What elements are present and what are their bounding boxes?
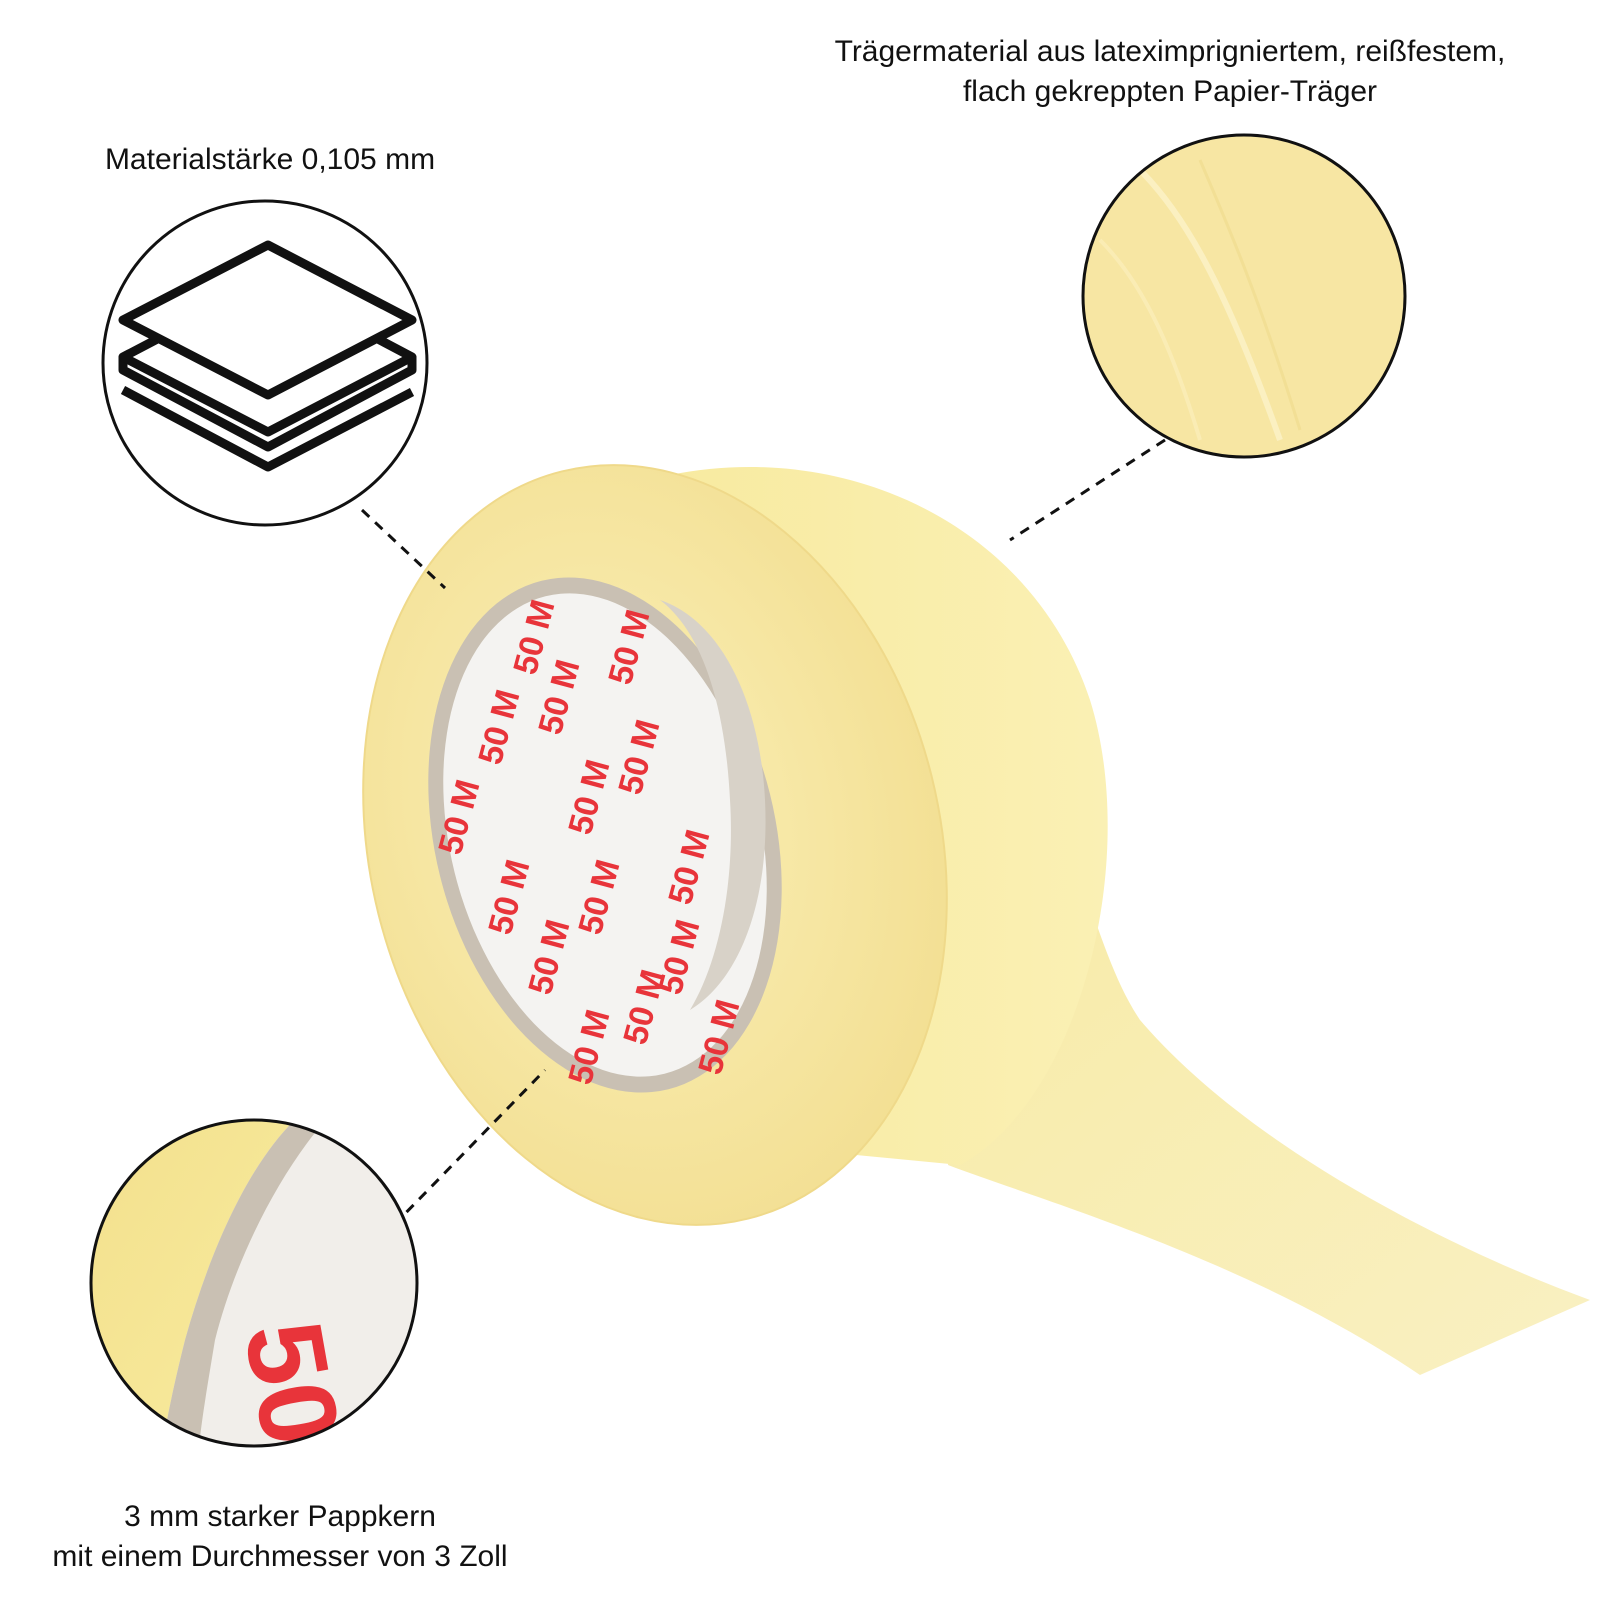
thickness-caption: Materialstärke 0,105 mm [30,140,510,180]
core-zoom-print: 50 [221,1313,363,1455]
thickness-zoom-circle [101,199,429,527]
stacked-layers-icon [118,240,417,472]
carrier-label-line1: Trägermaterial aus lateximprigniertem, r… [834,35,1506,68]
callout-line-core [392,1068,547,1227]
callout-line-carrier [1009,438,1166,542]
cardboard-core-inside [443,593,767,1077]
core-caption: 3 mm starker Pappkern mit einem Durchmes… [10,1497,550,1577]
callout-line-thickness [360,508,447,590]
core-zoom-circle: 50 [89,1118,419,1455]
carrier-caption: Trägermaterial aus lateximprigniertem, r… [770,32,1570,112]
carrier-zoom-circle [1081,133,1407,459]
thickness-label: Materialstärke 0,105 mm [104,143,436,176]
core-label-line2: mit einem Durchmesser von 3 Zoll [52,1540,508,1573]
core-label-line1: 3 mm starker Pappkern [124,1500,436,1533]
tape-strip [930,820,1590,1375]
core-inner-back [660,600,766,1010]
carrier-label-line2: flach gekreppten Papier-Träger [962,75,1378,108]
